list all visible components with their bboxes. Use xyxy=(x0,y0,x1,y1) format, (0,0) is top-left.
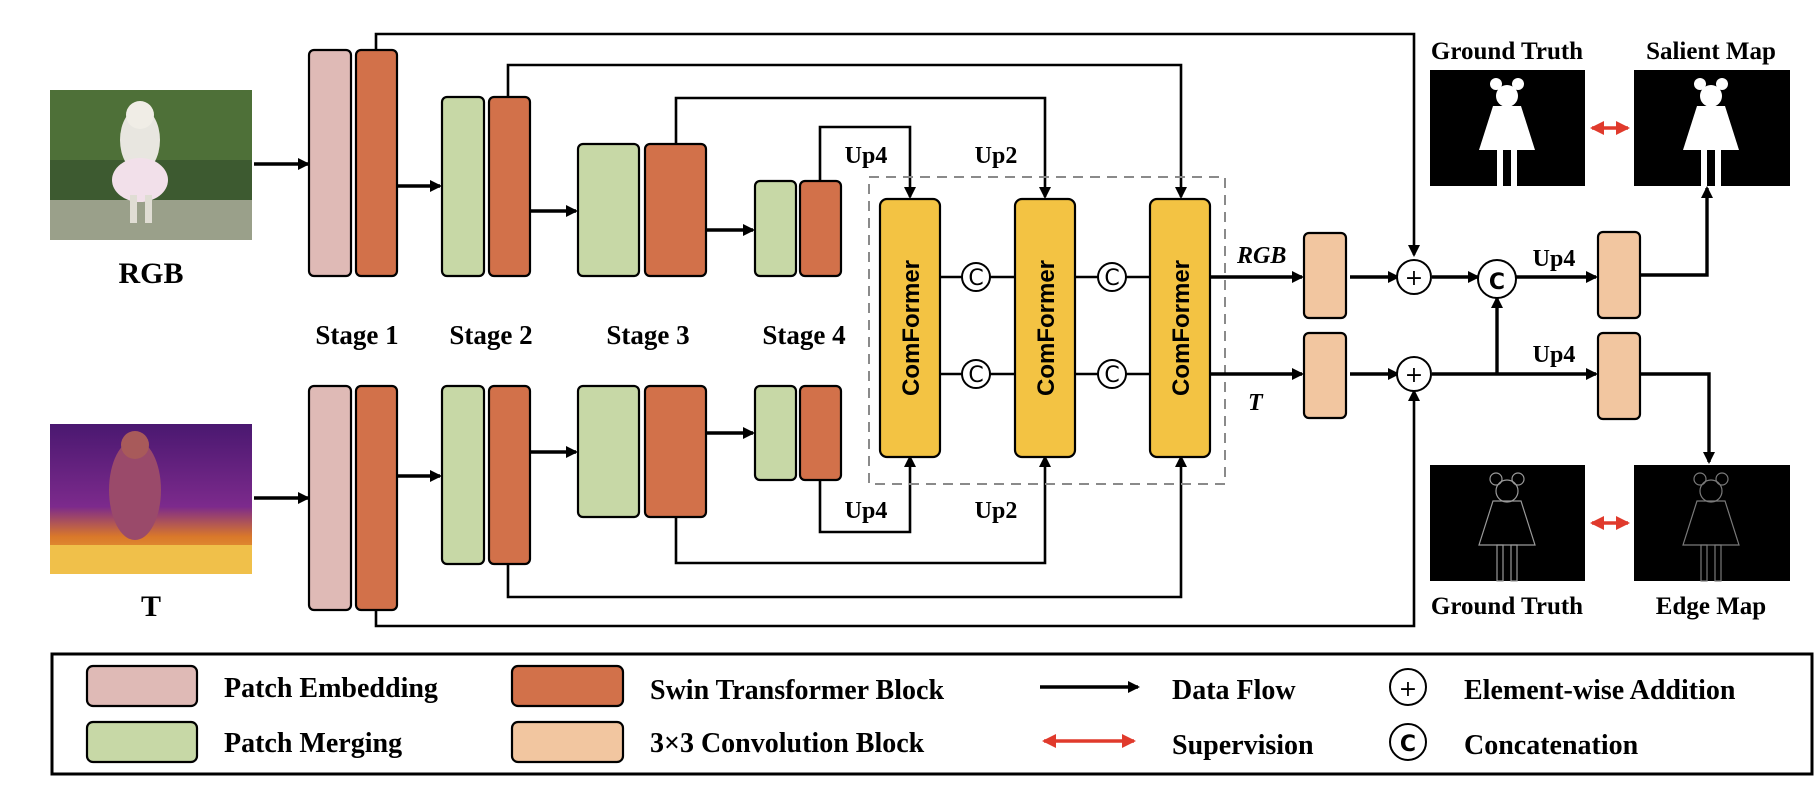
rgb-input-image xyxy=(50,90,252,240)
legend-swin-block: Swin Transformer Block xyxy=(650,675,944,706)
swin-block xyxy=(487,95,532,278)
stage-3-label: Stage 3 xyxy=(606,320,689,350)
legend: Patch Embedding Patch Merging Swin Trans… xyxy=(50,652,1814,776)
edge-map-label: Edge Map xyxy=(1656,593,1766,620)
swin-block xyxy=(643,384,708,519)
concat-icon: C xyxy=(1104,363,1119,388)
stage-4-label: Stage 4 xyxy=(762,320,845,350)
conv-block-edge xyxy=(1596,331,1642,421)
encoder-rgb xyxy=(307,48,843,278)
stream-t-label: T xyxy=(1248,390,1264,416)
add-icon: + xyxy=(1405,363,1423,388)
legend-swatch-patch-embedding xyxy=(85,664,199,708)
stage-1-label: Stage 1 xyxy=(315,320,398,350)
patch-embedding-block xyxy=(307,384,353,612)
legend-patch-embedding: Patch Embedding xyxy=(224,673,438,704)
up4-top-label: Up4 xyxy=(845,143,888,169)
legend-concat-icon xyxy=(1389,723,1427,761)
comformer-3-label: ComFormer xyxy=(1168,260,1195,396)
up4-bottom-label: Up4 xyxy=(845,498,888,524)
thermal-input-label: T xyxy=(141,590,161,623)
conv-block-saliency xyxy=(1596,230,1642,320)
concat-icon: C xyxy=(968,363,983,388)
concat-icon: C xyxy=(968,266,983,291)
salient-map-label: Salient Map xyxy=(1646,38,1776,65)
ground-truth-saliency-image xyxy=(1430,70,1585,186)
ground-truth-edge-image xyxy=(1430,465,1585,582)
patch-merging-block xyxy=(753,384,798,482)
concat-symbols: C C C C xyxy=(961,262,1127,389)
skip-connections xyxy=(374,32,1420,628)
input-arrows xyxy=(254,158,310,504)
legend-data-flow: Data Flow xyxy=(1172,675,1296,706)
add-symbols: + + xyxy=(1396,259,1432,392)
legend-swatch-swin-block xyxy=(510,664,625,708)
legend-box xyxy=(50,652,1814,776)
patch-merging-block xyxy=(576,142,641,278)
up4-head-top-label: Up4 xyxy=(1533,246,1576,272)
comformer-group-box xyxy=(868,176,1226,485)
conv-block-rgb xyxy=(1302,231,1348,320)
patch-embedding-block xyxy=(307,48,353,278)
swin-block xyxy=(354,384,399,612)
edge-map-image xyxy=(1634,465,1790,582)
legend-supervision: Supervision xyxy=(1172,730,1314,761)
up2-top-label: Up2 xyxy=(975,143,1018,169)
comformer-blocks: ComFormer ComFormer ComFormer xyxy=(878,197,1212,459)
stage-2-label: Stage 2 xyxy=(449,320,532,350)
ground-truth-bottom-label: Ground Truth xyxy=(1431,593,1583,620)
patch-merging-block xyxy=(576,384,641,519)
legend-add-icon xyxy=(1389,668,1427,706)
thermal-input-image xyxy=(50,424,252,574)
legend-patch-merging: Patch Merging xyxy=(224,728,402,759)
swin-block xyxy=(798,179,843,278)
patch-merging-block xyxy=(440,95,486,278)
comformer-2-label: ComFormer xyxy=(1033,260,1060,396)
patch-merging-block xyxy=(440,384,486,566)
concat-icon: C xyxy=(1104,266,1119,291)
legend-swatch-patch-merging xyxy=(85,720,199,764)
up2-bottom-label: Up2 xyxy=(975,498,1018,524)
legend-concat-glyph: C xyxy=(1400,732,1416,757)
swin-block xyxy=(643,142,708,278)
legend-add-glyph: + xyxy=(1399,677,1417,702)
up4-head-bottom-label: Up4 xyxy=(1533,342,1576,368)
ground-truth-top-label: Ground Truth xyxy=(1431,38,1583,65)
comformer-block-1 xyxy=(878,197,942,459)
salient-map-image xyxy=(1634,70,1790,186)
legend-conv-block: 3×3 Convolution Block xyxy=(650,728,925,759)
rgb-input-label: RGB xyxy=(118,257,183,290)
swin-block xyxy=(487,384,532,566)
stream-rgb-label: RGB xyxy=(1236,243,1286,269)
patch-merging-block xyxy=(753,179,798,278)
conv-block-thermal xyxy=(1302,331,1348,420)
comformer-block-3 xyxy=(1148,197,1212,459)
legend-concatenation: Concatenation xyxy=(1464,730,1639,761)
add-icon: + xyxy=(1405,266,1423,291)
legend-addition: Element-wise Addition xyxy=(1464,675,1736,706)
swin-block xyxy=(354,48,399,278)
head-wires xyxy=(1210,186,1715,464)
encoder-thermal xyxy=(307,384,843,612)
comformer-block-2 xyxy=(1013,197,1077,459)
legend-swatch-conv-block xyxy=(510,720,625,764)
swin-block xyxy=(798,384,843,482)
concat-main-symbol xyxy=(1477,259,1517,299)
comformer-1-label: ComFormer xyxy=(898,260,925,396)
concat-main-icon: C xyxy=(1489,270,1505,295)
